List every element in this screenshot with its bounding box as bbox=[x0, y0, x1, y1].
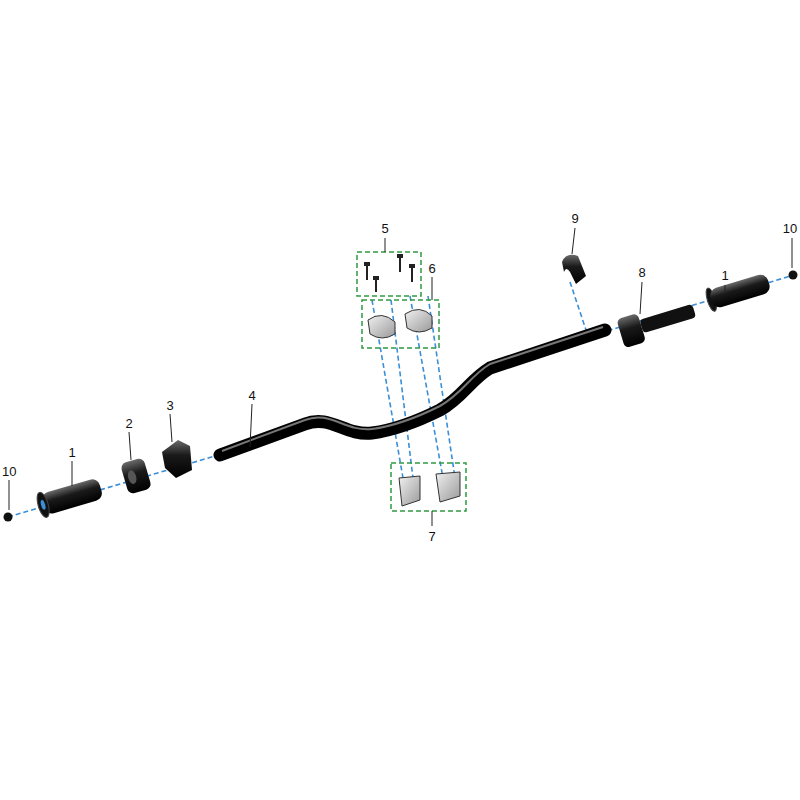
group-box bbox=[362, 300, 439, 348]
upper-clamp bbox=[368, 309, 432, 338]
callout-number: 3 bbox=[166, 399, 173, 412]
throttle-housing bbox=[120, 457, 152, 494]
grip bbox=[704, 271, 772, 312]
callout-number: 10 bbox=[2, 465, 16, 478]
group-box bbox=[357, 252, 421, 296]
leader-line bbox=[9, 228, 792, 526]
callout-number: 5 bbox=[381, 222, 388, 235]
callout-number: 6 bbox=[428, 262, 435, 275]
handlebar-highlight bbox=[222, 327, 603, 451]
clip bbox=[562, 255, 586, 284]
callout-number: 4 bbox=[248, 389, 255, 402]
axis-line bbox=[8, 275, 794, 517]
bolt bbox=[364, 254, 415, 292]
bar-end bbox=[4, 513, 13, 522]
grip bbox=[35, 476, 105, 519]
callout-number: 8 bbox=[638, 266, 645, 279]
throttle-tube bbox=[616, 297, 698, 348]
callout-number: 1 bbox=[68, 446, 75, 459]
callout-number: 9 bbox=[571, 212, 578, 225]
group-box bbox=[391, 463, 466, 511]
switch-block bbox=[162, 440, 192, 478]
handlebar bbox=[220, 330, 605, 455]
callout-number: 10 bbox=[783, 222, 797, 235]
callout-number: 7 bbox=[428, 530, 435, 543]
lower-clamp bbox=[399, 472, 460, 506]
bar-end bbox=[789, 271, 798, 280]
callout-number: 1 bbox=[721, 269, 728, 282]
callout-number: 2 bbox=[125, 417, 132, 430]
